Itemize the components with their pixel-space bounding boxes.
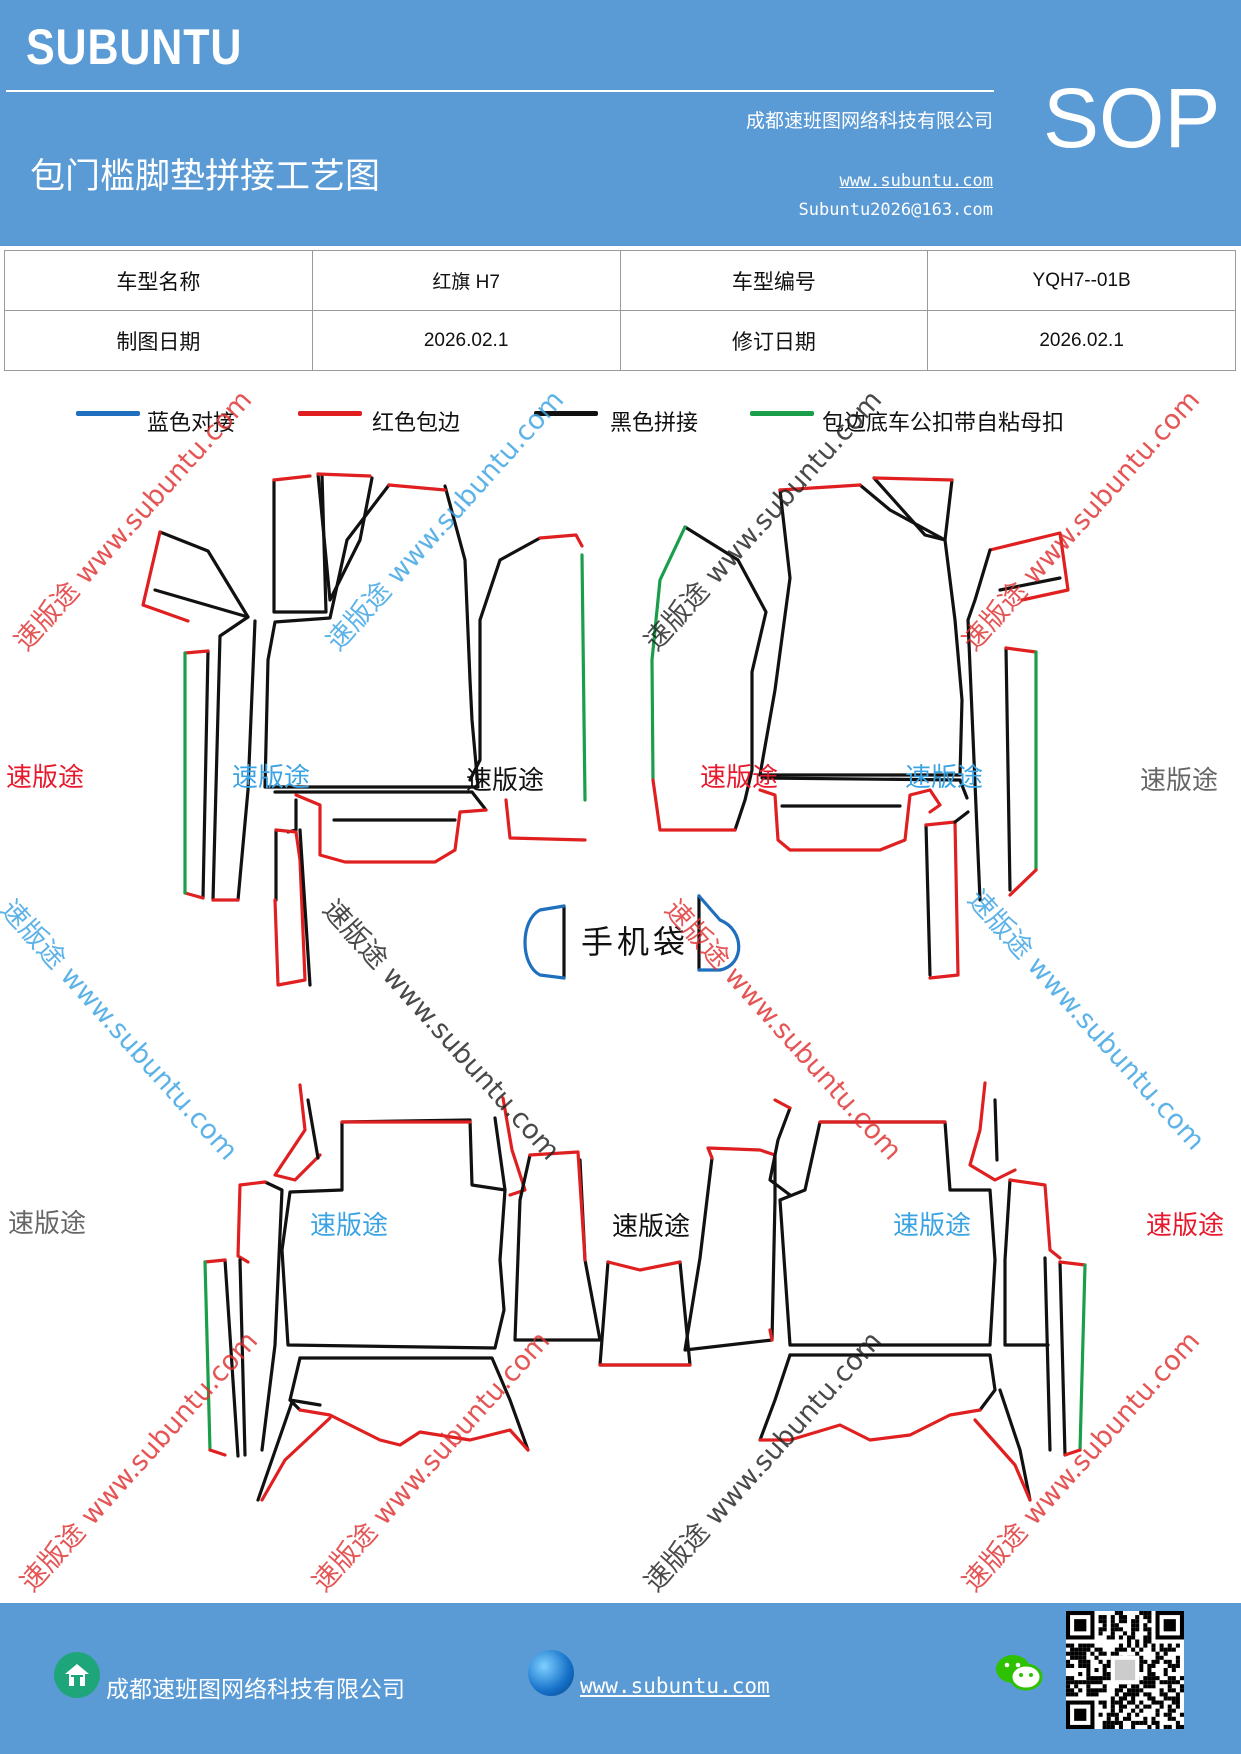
revise-date-value: 2026.02.1 — [927, 310, 1236, 371]
rear-center-mat — [598, 1146, 777, 1367]
legend-swatch-black — [534, 411, 598, 416]
legend-label-black: 黑色拼接 — [610, 411, 699, 436]
revise-date-label: 修订日期 — [619, 310, 929, 371]
brand-label: 速版途 — [232, 763, 311, 793]
table-row: 制图日期 2026.02.1 修订日期 2026.02.1 — [4, 310, 1236, 371]
legend-label-green: 包边底车公扣带自粘母扣 — [822, 411, 1065, 436]
header-email[interactable]: Subuntu2026@163.com — [798, 200, 993, 220]
brand-label: 速版途 — [905, 763, 984, 793]
front-left-mat — [141, 472, 587, 987]
brand-label: 速版途 — [612, 1212, 691, 1242]
header-company-name: 成都速班图网络科技有限公司 — [745, 110, 993, 132]
brand-label: 速版途 — [466, 766, 545, 796]
brand-label: 速版途 — [1140, 766, 1219, 796]
brand-label: 速版途 — [8, 1209, 87, 1239]
draw-date-value: 2026.02.1 — [311, 310, 621, 371]
legend-label-red: 红色包边 — [372, 411, 461, 436]
sop-badge: SOP — [1043, 71, 1221, 165]
header-band: SUBUNTU 包门槛脚垫拼接工艺图 成都速班图网络科技有限公司 www.sub… — [0, 0, 1241, 246]
header-website-link[interactable]: www.subuntu.com — [839, 171, 993, 191]
legend-label-blue: 蓝色对接 — [147, 411, 236, 436]
front-right-mat — [650, 476, 1070, 980]
model-name-value: 红旗 H7 — [311, 250, 621, 311]
brand-label: 速版途 — [1146, 1211, 1225, 1241]
brand-label: 速版途 — [6, 763, 85, 793]
vehicle-info-table: 车型名称 红旗 H7 车型编号 YQH7--01B 制图日期 2026.02.1… — [4, 250, 1236, 371]
footer-website-link[interactable]: www.subuntu.com — [580, 1674, 770, 1698]
phone-pouch-label: 手机袋 — [581, 923, 690, 961]
footer-company-name: 成都速班图网络科技有限公司 — [106, 1677, 405, 1703]
qr-code — [1066, 1611, 1184, 1729]
globe-icon — [528, 1650, 574, 1696]
header-divider — [6, 90, 994, 92]
legend-swatch-red — [298, 411, 362, 416]
brand-label: 速版途 — [310, 1211, 389, 1241]
phone-pouch — [523, 894, 741, 980]
legend-swatch-green — [750, 411, 814, 416]
rear-right-mat — [758, 1081, 1087, 1502]
document-title: 包门槛脚垫拼接工艺图 — [30, 157, 381, 197]
brand-label: 速版途 — [700, 763, 779, 793]
brand-logo-text: SUBUNTU — [26, 19, 243, 75]
home-icon — [54, 1652, 100, 1698]
wechat-icon — [994, 1652, 1044, 1698]
rear-left-mat — [203, 1083, 602, 1502]
draw-date-label: 制图日期 — [4, 310, 313, 371]
model-code-label: 车型编号 — [619, 250, 929, 311]
legend-swatch-blue — [76, 411, 140, 416]
model-name-label: 车型名称 — [4, 250, 313, 311]
brand-label: 速版途 — [893, 1211, 972, 1241]
